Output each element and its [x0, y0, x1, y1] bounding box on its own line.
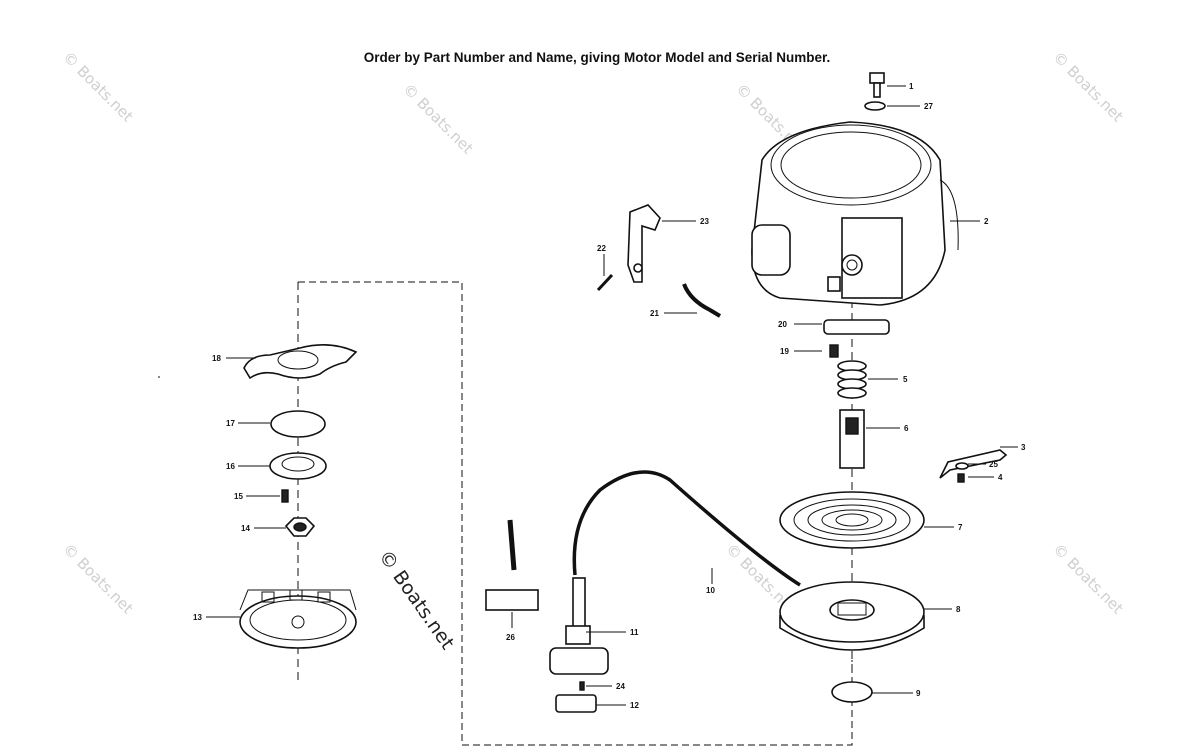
part-bolt — [869, 72, 885, 98]
callout-15: 15 — [234, 492, 243, 501]
part-rope-anchor — [485, 589, 539, 611]
callout-12: 12 — [630, 701, 639, 710]
part-spring — [682, 283, 722, 318]
part-handle-insert — [555, 694, 597, 713]
part-screw-small — [957, 473, 965, 483]
callout-26: 26 — [506, 633, 515, 642]
callout-3: 3 — [1021, 443, 1026, 452]
part-spacer — [827, 276, 841, 292]
order-instruction-text: Order by Part Number and Name, giving Mo… — [363, 50, 831, 65]
callout-23: 23 — [700, 217, 709, 226]
part-starter-housing — [751, 121, 959, 306]
callout-6: 6 — [904, 424, 909, 433]
part-small-screw — [281, 489, 289, 503]
callout-8: 8 — [956, 605, 961, 614]
part-screw — [829, 344, 839, 358]
callout-1: 1 — [909, 82, 914, 91]
callout-7: 7 — [958, 523, 963, 532]
callout-19: 19 — [780, 347, 789, 356]
callout-10: 10 — [706, 586, 715, 595]
part-rope-anchor-strip — [507, 519, 517, 571]
callout-20: 20 — [778, 320, 787, 329]
part-washer — [864, 101, 886, 111]
part-handle-screw — [579, 681, 585, 691]
part-pulley — [779, 581, 925, 651]
callout-25: 25 — [989, 460, 998, 469]
part-hex-nut — [284, 517, 316, 537]
callout-2: 2 — [984, 217, 989, 226]
part-handle — [549, 577, 609, 675]
part-pawl-plate — [243, 344, 358, 380]
callout-13: 13 — [193, 613, 202, 622]
callout-21: 21 — [650, 309, 659, 318]
part-plate — [823, 319, 890, 335]
part-lever — [627, 204, 661, 283]
part-coil-spring — [837, 360, 867, 399]
callout-9: 9 — [916, 689, 921, 698]
callout-27: 27 — [924, 102, 933, 111]
part-starter-cup — [239, 589, 357, 649]
part-pin — [596, 273, 614, 292]
callout-11: 11 — [630, 628, 639, 637]
callout-16: 16 — [226, 462, 235, 471]
part-pinion — [839, 409, 865, 469]
part-thrust-washer — [269, 452, 327, 480]
order-instruction: Order by Part Number and Name, giving Mo… — [0, 50, 1200, 65]
part-snap-ring — [270, 410, 326, 438]
callout-4: 4 — [998, 473, 1003, 482]
callout-22: 22 — [597, 244, 606, 253]
callout-5: 5 — [903, 375, 908, 384]
part-ring — [831, 681, 873, 703]
part-washer-small — [955, 462, 969, 470]
part-starter-rope — [572, 470, 801, 587]
assembly-dashed-outline — [298, 281, 853, 746]
callout-18: 18 — [212, 354, 221, 363]
callout-24: 24 — [616, 682, 625, 691]
callout-17: 17 — [226, 419, 235, 428]
callout-14: 14 — [241, 524, 250, 533]
part-rewind-spring — [779, 491, 925, 549]
